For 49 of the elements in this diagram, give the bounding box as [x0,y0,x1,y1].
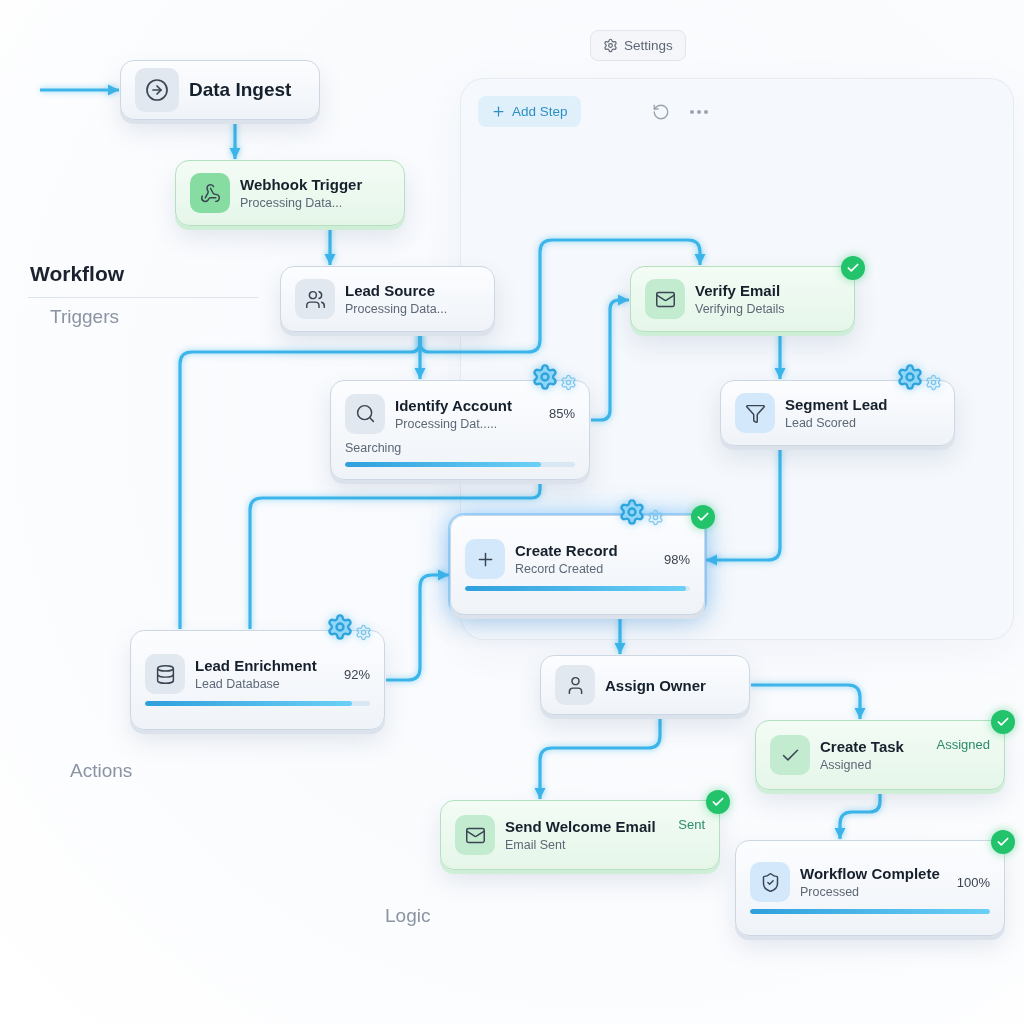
section-heading: Workflow [30,262,125,286]
arrow [324,227,336,265]
arrow [774,333,786,379]
connector-line [248,481,542,629]
step-status: Processing Data... [240,196,343,210]
status-tag: Assigned [936,737,990,752]
step-title: Identify Account [395,396,512,414]
arrow [386,569,449,682]
step-title: Create Record [515,542,618,559]
section-label: Logic [385,905,431,927]
step-status: Verifying Details [695,302,785,316]
step-status: Email Sent [505,838,566,852]
step-title: Segment Lead [785,396,888,413]
step-status: Record Created [515,562,604,576]
step-status: Processing Data... [345,302,448,316]
step-status: Assigned [820,758,872,772]
arrow [614,616,626,654]
arrow [229,121,241,159]
arrow [534,716,662,799]
section-label: Triggers [50,306,119,328]
step-title: Send Welcome Email [505,818,656,835]
arrow [40,84,119,96]
step-title: Lead Source [345,282,436,299]
connector-line [178,333,422,629]
step-title: Workflow Complete [800,865,940,882]
step-title: Webhook Trigger [240,176,363,193]
arrow [834,791,882,839]
arrow [418,238,706,354]
arrow [706,447,782,566]
progress-value: 85% [548,406,575,421]
status-tag: Sent [678,817,705,832]
step-title: Data Ingest [189,79,292,101]
arrow [751,683,866,719]
step-title: Verify Email [695,282,781,299]
step-title: Assign Owner [605,676,706,694]
arrow [591,294,629,422]
step-status: Lead Scored [785,416,856,430]
step-title: Lead Enrichment [195,657,317,674]
progress-value: 92% [343,666,370,682]
status-text: Searching [345,440,402,455]
step-status: Processing Dat..... [395,416,498,431]
step-status: Processed [800,885,860,899]
progress-value: 100% [956,874,990,890]
step-title: Create Task [820,738,904,755]
settings-button: Settings [590,30,686,61]
add-step-button: Add Step [478,96,581,127]
progress-value: 98% [663,551,690,567]
section-label: Actions [70,760,133,782]
step-status: Lead Database [195,677,280,691]
